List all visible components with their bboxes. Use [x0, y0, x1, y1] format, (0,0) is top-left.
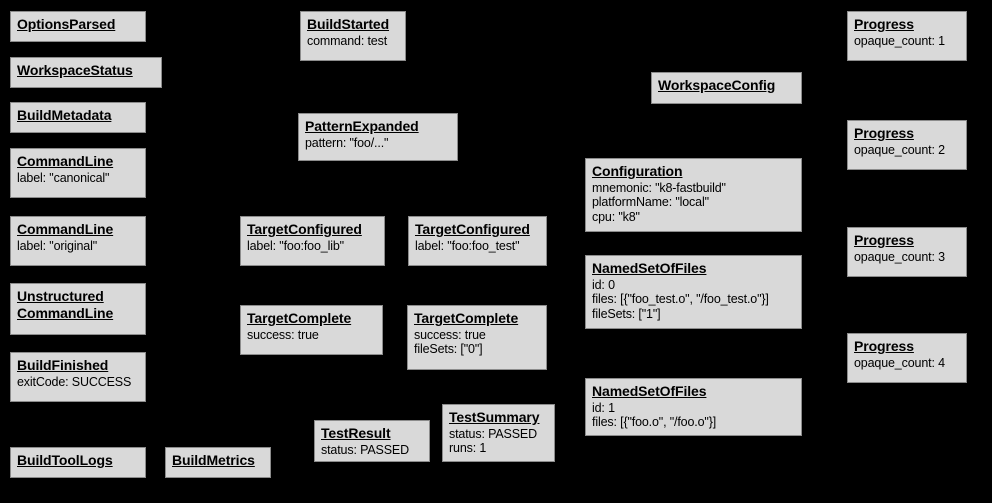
- node-fields: command: test: [307, 33, 388, 48]
- node-title: TargetConfigured: [415, 221, 530, 237]
- node-fields: label: "original": [17, 238, 97, 253]
- node-fields: id: 1 files: [{"foo.o", "/foo.o"}]: [592, 400, 717, 430]
- node-title: Configuration: [592, 163, 683, 179]
- node-fields: success: true fileSets: ["0"]: [414, 327, 486, 357]
- node-fields: opaque_count: 1: [854, 33, 945, 48]
- node-fields: exitCode: SUCCESS: [17, 374, 132, 389]
- node-fields: id: 0 files: [{"foo_test.o", "/foo_test.…: [592, 277, 769, 322]
- node-fields: status: PASSED: [321, 442, 409, 457]
- node-title: Progress: [854, 232, 914, 248]
- node-title: BuildStarted: [307, 16, 390, 32]
- node-title: NamedSetOfFiles: [592, 383, 707, 399]
- node-fields: success: true: [247, 327, 319, 342]
- node-fields: status: PASSED runs: 1: [449, 426, 537, 456]
- node-title: PatternExpanded: [305, 118, 419, 134]
- node-fields: opaque_count: 4: [854, 355, 945, 370]
- node-title: Progress: [854, 125, 914, 141]
- node-title: Progress: [854, 16, 914, 32]
- node-title: TargetComplete: [247, 310, 352, 326]
- node-options-parsed[interactable]: OptionsParsed: [10, 11, 146, 42]
- node-title: TargetComplete: [414, 310, 519, 326]
- node-workspace-status[interactable]: WorkspaceStatus: [10, 57, 162, 88]
- node-title: TestResult: [321, 425, 391, 441]
- node-title: WorkspaceConfig: [658, 77, 776, 93]
- node-fields: opaque_count: 2: [854, 142, 945, 157]
- node-title: BuildToolLogs: [17, 452, 113, 468]
- node-fields: label: "foo:foo_lib": [247, 238, 344, 253]
- node-build-metadata[interactable]: BuildMetadata: [10, 102, 146, 133]
- node-title: CommandLine: [17, 153, 114, 169]
- node-build-tool-logs[interactable]: BuildToolLogs: [10, 447, 146, 478]
- node-build-metrics[interactable]: BuildMetrics: [165, 447, 271, 478]
- node-fields: label: "foo:foo_test": [415, 238, 520, 253]
- node-title: NamedSetOfFiles: [592, 260, 707, 276]
- node-title: BuildMetrics: [172, 452, 255, 468]
- node-fields: opaque_count: 3: [854, 249, 945, 264]
- node-fields: label: "canonical": [17, 170, 110, 185]
- node-title: Progress: [854, 338, 914, 354]
- node-workspace-config[interactable]: WorkspaceConfig: [651, 72, 802, 104]
- node-fields: pattern: "foo/...": [305, 135, 389, 150]
- node-title: BuildMetadata: [17, 107, 112, 123]
- node-fields: mnemonic: "k8-fastbuild" platformName: "…: [592, 180, 726, 225]
- node-title: BuildFinished: [17, 357, 109, 373]
- node-title: WorkspaceStatus: [17, 62, 133, 78]
- node-title: CommandLine: [17, 221, 114, 237]
- node-title: Unstructured CommandLine: [17, 288, 114, 321]
- node-unstructured-command-line[interactable]: Unstructured CommandLine: [10, 283, 146, 335]
- node-title: OptionsParsed: [17, 16, 116, 32]
- node-title: TargetConfigured: [247, 221, 362, 237]
- node-title: TestSummary: [449, 409, 540, 425]
